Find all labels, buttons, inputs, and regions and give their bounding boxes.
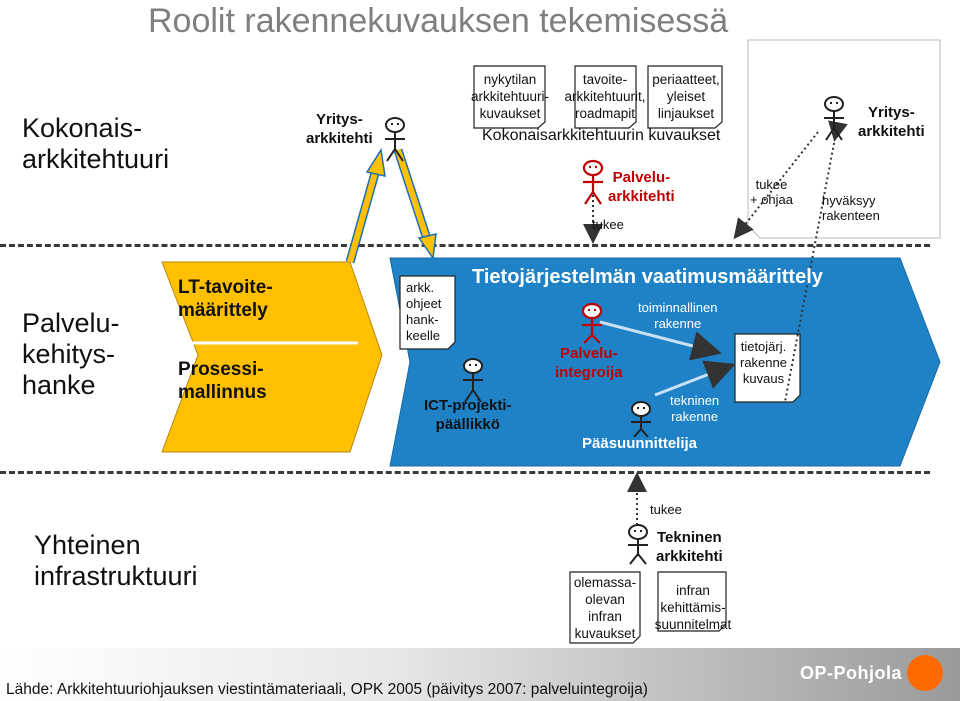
- layer-label-enterprise: Kokonais- arkkitehtuuri: [22, 113, 170, 174]
- doc-text-target-arch: tavoite- arkkitehtuurit, roadmapit: [564, 72, 646, 121]
- person-icon-tech-architect: [628, 524, 648, 565]
- label-technical-structure: tekninen rakenne: [670, 393, 720, 424]
- arrow-functional: [599, 320, 722, 361]
- person-icon-enterprise-left: [385, 117, 405, 162]
- role-technical-architect: Tekninen arkkitehti: [656, 529, 723, 565]
- doc-infra-plans: [657, 571, 727, 632]
- page-title: Roolit rakennekuvauksen tekemisessä: [148, 2, 729, 40]
- label-supports: tukee: [592, 217, 624, 232]
- person-icon-integrator: [581, 302, 603, 344]
- layer-separator-top: [0, 244, 930, 247]
- doc-system-structure: [734, 333, 801, 403]
- arrow-technical: [654, 360, 736, 397]
- role-service-architect: Palvelu- arkkitehti: [608, 169, 675, 205]
- layer-label-service: Palvelu- kehitys- hanke: [22, 308, 120, 400]
- requirements-title: Tietojärjestelmän vaatimusmäärittely: [472, 266, 823, 288]
- layer-label-infra: Yhteinen infrastruktuuri: [34, 530, 198, 591]
- doc-text-principles: periaatteet, yleiset linjaukset: [652, 72, 720, 121]
- label-supports-guides: tukee + ohjaa: [750, 177, 794, 207]
- person-icon-enterprise-right: [824, 96, 844, 141]
- role-enterprise-architect-left: Yritys- arkkitehti: [306, 111, 373, 147]
- label-approves: hyväksyy rakenteen: [822, 193, 880, 223]
- source-note: Lähde: Arkkitehtuuriohjauksen viestintäm…: [6, 681, 648, 698]
- arrow-dotted-guide: [733, 131, 819, 240]
- process-modeling: Prosessi- mallinnus: [178, 359, 267, 403]
- person-icon-service-architect: [582, 159, 604, 205]
- doc-text-infra-plans: infran kehittämis- suunnitelmat: [654, 583, 732, 632]
- doc-text-system-structure: tietojärj. rakenne kuvaus: [740, 339, 787, 386]
- doc-target-arch: [574, 65, 637, 129]
- doc-ark-guidelines: [399, 275, 456, 350]
- doc-text-current-arch: nykytilan arkkitehtuuri- kuvaukset: [470, 72, 550, 121]
- role-main-designer: Pääsuunnittelija: [582, 435, 698, 452]
- footer-band: [0, 648, 960, 701]
- doc-text-ark-guidelines: arkk. ohjeet hank- keelle: [406, 280, 442, 343]
- logo-text: OP-Pohjola: [800, 663, 903, 683]
- op-logo-icon: [907, 655, 943, 691]
- doc-existing-infra: [569, 571, 641, 644]
- docs-caption: Kokonaisarkkitehtuurin kuvaukset: [482, 127, 721, 144]
- doc-principles: [647, 65, 723, 129]
- role-ict-project-manager: ICT-projekti- päällikkö: [424, 397, 512, 433]
- doc-current-arch: [473, 65, 546, 129]
- doc-text-existing-infra: olemassa- olevan infran kuvaukset: [573, 575, 637, 641]
- doc-approval-folded: [747, 39, 941, 239]
- role-enterprise-architect-right: Yritys- arkkitehti: [858, 104, 925, 140]
- person-icon-ict-manager: [463, 358, 483, 403]
- label-functional-structure: toiminnallinen rakenne: [638, 300, 718, 331]
- role-service-integrator: Palvelu- integroija: [555, 345, 623, 381]
- lt-goal-definition: LT-tavoite- määrittely: [178, 277, 273, 321]
- layer-separator-bottom: [0, 471, 930, 474]
- label-supports-bottom: tukee: [650, 502, 682, 517]
- person-icon-main-designer: [631, 401, 651, 438]
